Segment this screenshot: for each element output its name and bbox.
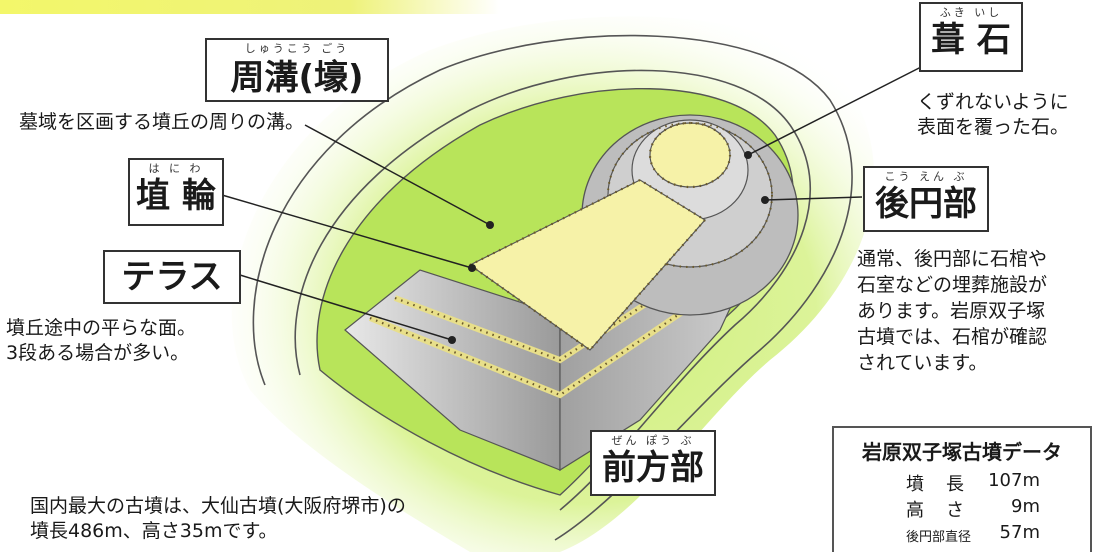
note-line-2: 墳長486m、高さ35mです。	[30, 520, 278, 542]
heading-strip	[0, 0, 500, 14]
note-line-1: 国内最大の古墳は、大仙古墳(大阪府堺市)の	[30, 495, 406, 517]
desc-koenbu-line-3: あります。岩原双子塚	[857, 300, 1046, 322]
stat-value-diameter: 57m	[999, 522, 1040, 543]
desc-koenbu-line-5: されています。	[857, 352, 988, 374]
title-terrace: テラス	[121, 257, 223, 297]
note-daisen: 国内最大の古墳は、大仙古墳(大阪府堺市)の 墳長486m、高さ35mです。	[30, 494, 406, 544]
label-zenpobu: ぜん ぽう ぶ 前方部	[590, 430, 716, 496]
leader-fukiishi	[747, 64, 926, 156]
label-terrace: テラス	[103, 250, 241, 304]
moat-outer-line	[252, 34, 853, 541]
desc-fukiishi-line-1: くずれないように	[917, 91, 1069, 113]
desc-koenbu-line-4: 古墳では、石棺が確認	[857, 326, 1048, 348]
round-mound-tier-dots	[607, 122, 773, 268]
terrace-dots-2	[394, 264, 706, 362]
leader-shuko-dot	[486, 221, 494, 229]
title-shuko: 周溝(壕)	[230, 58, 364, 98]
desc-shuko: 墓域を区画する墳丘の周りの溝。	[19, 110, 304, 135]
desc-koenbu-line-1: 通常、後円部に石棺や	[857, 248, 1048, 270]
title-zenpobu: 前方部	[602, 448, 704, 488]
label-haniwa: は に わ 埴 輪	[128, 158, 224, 226]
leader-koenbu-dot	[761, 196, 769, 204]
ruby-fukiishi: ふき いし	[939, 6, 1003, 19]
stats-box: 岩原双子塚古墳データ 墳 長 107m 高 さ 9m 後円部直径 57m	[832, 426, 1092, 552]
ruby-koenbu: こう えん ぶ	[884, 170, 968, 183]
leader-koenbu	[764, 196, 863, 201]
title-haniwa: 埴 輪	[136, 176, 216, 216]
label-fukiishi: ふき いし 葺 石	[919, 2, 1023, 72]
leader-haniwa	[221, 194, 473, 269]
desc-terrace-line-1: 墳丘途中の平らな面。	[6, 317, 197, 339]
desc-shuko-line-1: 墓域を区画する墳丘の周りの溝。	[19, 111, 305, 133]
title-fukiishi: 葺 石	[931, 20, 1011, 60]
desc-fukiishi: くずれないように 表面を覆った石。	[917, 90, 1069, 140]
leader-shuko	[304, 124, 491, 226]
label-koenbu: こう えん ぶ 後円部	[863, 166, 989, 232]
desc-koenbu-line-2: 石室などの埋葬施設が	[857, 274, 1048, 296]
title-koenbu: 後円部	[875, 184, 977, 224]
ruby-haniwa: は に わ	[148, 162, 204, 175]
stat-key-diameter: 後円部直径	[906, 530, 972, 545]
terrace-band-1	[368, 297, 702, 399]
desc-koenbu: 通常、後円部に石棺や 石室などの埋葬施設が あります。岩原双子塚 古墳では、石棺…	[857, 246, 1047, 376]
front-top-dots	[467, 178, 707, 352]
leader-haniwa-dot	[468, 264, 476, 272]
ruby-zenpobu: ぜん ぽう ぶ	[611, 434, 695, 447]
round-mound-top-dots	[648, 121, 732, 189]
leader-fukiishi-dot	[744, 151, 752, 159]
stat-value-length: 107m	[988, 470, 1040, 491]
ruby-shuko: しゅうこう ごう	[244, 42, 350, 55]
leader-terrace	[239, 274, 453, 341]
desc-terrace: 墳丘途中の平らな面。 3段ある場合が多い。	[6, 316, 196, 366]
stat-value-height: 9m	[1011, 496, 1040, 517]
label-shuko: しゅうこう ごう 周溝(壕)	[205, 38, 389, 102]
stat-key-length: 墳 長	[906, 474, 966, 495]
desc-fukiishi-line-2: 表面を覆った石。	[917, 116, 1070, 138]
moat-inner-line	[294, 69, 812, 511]
stat-key-height: 高 さ	[906, 500, 966, 521]
desc-terrace-line-2: 3段ある場合が多い。	[6, 342, 190, 364]
leader-terrace-dot	[448, 336, 456, 344]
stats-title: 岩原双子塚古墳データ	[862, 440, 1062, 464]
